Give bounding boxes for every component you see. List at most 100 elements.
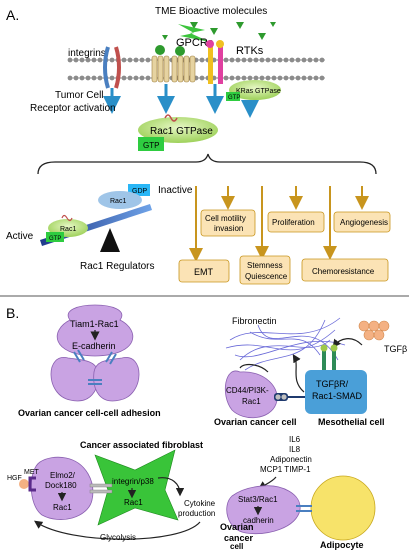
bioactive-molecules (162, 22, 276, 40)
lipid-head (265, 75, 271, 81)
cd44-line1: CD44/PI3K- (226, 386, 269, 395)
mesothelial-caption: Mesothelial cell (318, 417, 385, 427)
cadherin-junction (296, 505, 312, 512)
gdp-label: GDP (132, 188, 148, 195)
rtk-receptor (206, 40, 224, 114)
lipid-head (109, 57, 115, 63)
lipid-head (295, 75, 301, 81)
lipid-head (121, 75, 127, 81)
chemoresistance-label: Chemoresistance (312, 267, 375, 276)
kras-gtp-box (226, 92, 240, 101)
lipid-head (271, 57, 277, 63)
hgf-ligand (19, 479, 29, 489)
lipid-head (67, 57, 73, 63)
stat3-label: Stat3/Rac1 (238, 495, 278, 504)
lipid-head (277, 75, 283, 81)
lipid-head (73, 57, 79, 63)
gpcr-receptor (151, 55, 196, 114)
gpcrs-label: GPCRs (176, 37, 214, 49)
tme-title: TME Bioactive molecules (155, 6, 267, 17)
lipid-head (127, 57, 133, 63)
lipid-head (289, 57, 295, 63)
lipid-head (283, 75, 289, 81)
lipid-head (133, 75, 139, 81)
lipid-head (277, 57, 283, 63)
adipocyte-caption: Adipocyte (320, 540, 364, 550)
lipid-head (199, 57, 205, 63)
cadherin-label: cadherin (243, 516, 274, 525)
kras-gtp-label: GTP (228, 95, 240, 101)
adiponectin-label: Adiponectin (270, 455, 312, 464)
caf-title: Cancer associated fibroblast (80, 440, 203, 450)
meso-arrow (292, 353, 305, 393)
kras-label: KRas GTPase (236, 88, 281, 95)
lipid-head (259, 57, 265, 63)
lipid-head (265, 57, 271, 63)
seesaw-fulcrum (100, 228, 120, 252)
caf-rac1-right: Rac1 (124, 498, 143, 507)
cytokine-line1: Cytokine (184, 499, 216, 508)
lipid-head (97, 57, 103, 63)
gtp-small-label: GTP (49, 236, 61, 242)
outcome-arrows (189, 186, 369, 262)
elmo-line1: Elmo2/ (50, 471, 76, 480)
stemness-line1: Stemness (247, 261, 283, 270)
rac1-inactive (98, 191, 142, 209)
panel-b-label: B. (6, 305, 19, 321)
adipocyte-cell (310, 475, 376, 541)
active-label: Active (6, 231, 34, 242)
lipid-head (139, 75, 145, 81)
lipid-head (301, 75, 307, 81)
lipid-head (229, 75, 235, 81)
gtp-label: GTP (143, 141, 159, 150)
lipid-anchor (164, 114, 178, 122)
lipid-head (223, 57, 229, 63)
integrins-label: integrins (68, 48, 106, 59)
rtks-label: RTKs (236, 45, 264, 57)
mcp1-label: MCP1 TIMP-1 (260, 465, 311, 474)
lipid-head (67, 75, 73, 81)
lipid-head (121, 57, 127, 63)
lipid-head (91, 75, 97, 81)
lipid-head (97, 75, 103, 81)
lipid-head (241, 57, 247, 63)
tgfb-label: TGFβ (384, 344, 407, 354)
tgfbr-line2: Rac1-SMAD (312, 391, 363, 401)
glycolysis-label: Glycolysis (100, 533, 136, 542)
lipid-head (199, 75, 205, 81)
lipid-head (73, 75, 79, 81)
adipo-cancer-caption-l3: cell (230, 542, 243, 550)
glycolysis-arrow (34, 520, 201, 540)
lipid-head (319, 57, 325, 63)
inactive-label: Inactive (158, 185, 193, 196)
meso-cancer-caption: Ovarian cancer cell (214, 417, 297, 427)
lipid-head (289, 75, 295, 81)
lipid-head (133, 57, 139, 63)
tgfb-arrow (332, 338, 363, 348)
lipid-head (259, 75, 265, 81)
lipid-head (229, 57, 235, 63)
kras-gtpase (229, 80, 281, 100)
lipid-head (271, 75, 277, 81)
lipid-head (79, 57, 85, 63)
adhesion-caption: Ovarian cancer cell-cell adhesion (18, 408, 161, 418)
emt-label: EMT (194, 267, 214, 277)
lipid-head (253, 57, 259, 63)
mesothelial-cell (305, 370, 367, 414)
cd44-line2: Rac1 (242, 397, 261, 406)
il6-label: IL6 (289, 435, 301, 444)
fibronectin-label: Fibronectin (232, 316, 277, 326)
receptor-line2: Receptor activation (30, 103, 116, 114)
panel-a-label: A. (6, 7, 19, 23)
lipid-head (283, 57, 289, 63)
rac1-inactive-label: Rac1 (110, 198, 126, 205)
rac1-gtpase-label: Rac1 GTPase (150, 126, 213, 137)
tiam-label: Tiam1-Rac1 (70, 319, 119, 329)
lipid-head (145, 75, 151, 81)
integrin-label: integrin/p38 (112, 477, 154, 486)
motility-line1: Cell motility (205, 214, 246, 223)
receptor-line1: Tumor Cell (55, 90, 104, 101)
ovarian-cancer-cell-meso (225, 370, 278, 418)
motility-line2: invasion (214, 224, 243, 233)
